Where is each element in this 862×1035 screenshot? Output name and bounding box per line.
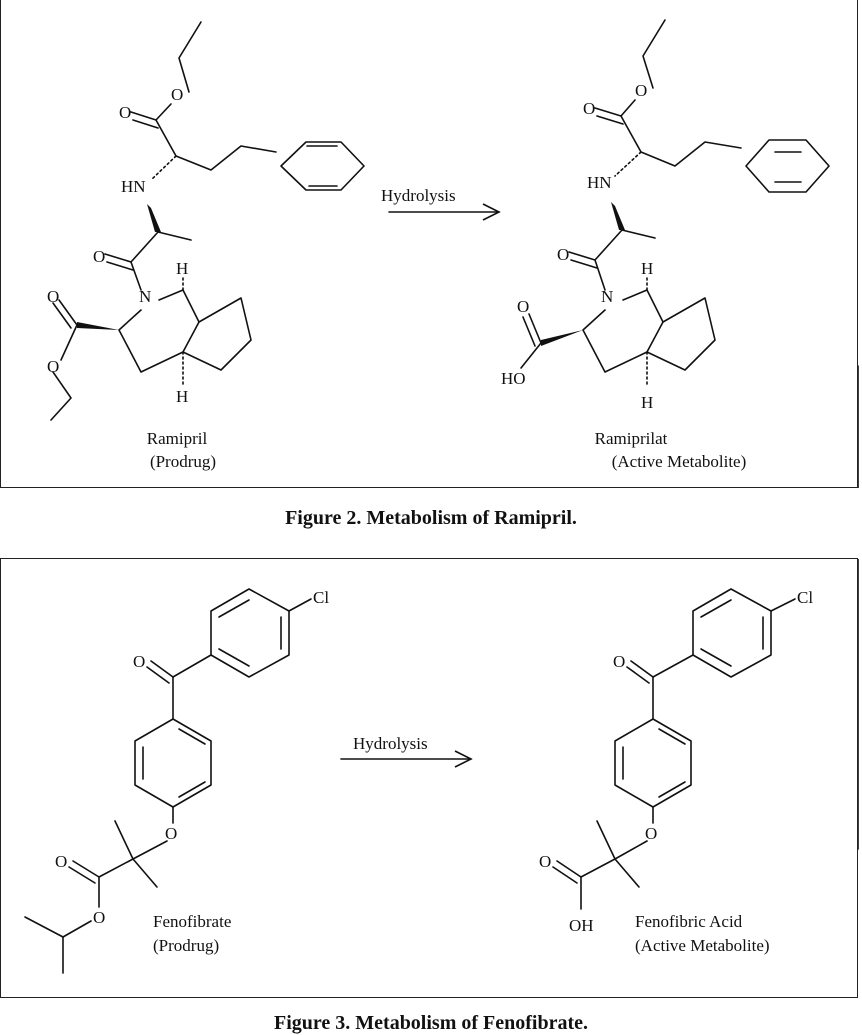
ramipril-ring-ester-carbonyl-o: O <box>47 287 59 306</box>
fenofibrate-role: (Prodrug) <box>153 936 219 955</box>
ramipril-h-top: H <box>176 259 188 278</box>
fenofibrate-structure <box>24 588 312 974</box>
ramiprilat-carbonyl-o: O <box>583 99 595 118</box>
fenofibrate-ether-o: O <box>165 824 177 843</box>
ramiprilat-n: N <box>601 287 613 306</box>
fenofibric-acid-cl: Cl <box>797 588 813 607</box>
ramiprilat-h-bottom: H <box>641 393 653 412</box>
figure-2-caption: Figure 2. Metabolism of Ramipril. <box>285 507 577 529</box>
ramipril-scheme: O O HN O N H H O O Ramipril (Prodrug) Hy… <box>47 19 859 488</box>
ramipril-amide-o: O <box>93 247 105 266</box>
fenofibrate-ester-carbonyl-o: O <box>55 852 67 871</box>
fenofibric-acid-structure <box>552 559 859 910</box>
ramipril-name: Ramipril <box>147 429 208 448</box>
ramiprilat-acid-o: O <box>517 297 529 316</box>
fenofibrate-name: Fenofibrate <box>153 912 231 931</box>
ramipril-ring-ester-o: O <box>47 357 59 376</box>
ramipril-role: (Prodrug) <box>150 452 216 471</box>
ramipril-h-bottom: H <box>176 387 188 406</box>
ramiprilat-structure <box>520 19 859 488</box>
fenofibric-acid-carbonyl-o: O <box>539 852 551 871</box>
fenofibric-acid-ether-o: O <box>645 824 657 843</box>
ramipril-n: N <box>139 287 151 306</box>
ramipril-metabolism-panel: O O HN O N H H O O Ramipril (Prodrug) Hy… <box>0 0 859 488</box>
fenofibrate-ketone-o: O <box>133 652 145 671</box>
fenofibrate-ester-o: O <box>93 908 105 927</box>
fenofibric-acid-role: (Active Metabolite) <box>635 936 770 955</box>
fenofibric-acid-oh: OH <box>569 916 594 935</box>
ramiprilat-ho: HO <box>501 369 526 388</box>
ramipril-structure <box>50 21 365 421</box>
ramiprilat-h-top: H <box>641 259 653 278</box>
fenofibrate-scheme: Cl O O O O Fenofibrate (Prodrug) Hydroly… <box>24 559 859 974</box>
hydrolysis-label-fig3: Hydrolysis <box>353 734 428 753</box>
fenofibric-acid-ketone-o: O <box>613 652 625 671</box>
ramipril-nh: HN <box>121 177 146 196</box>
fenofibric-acid-name: Fenofibric Acid <box>635 912 743 931</box>
hydrolysis-label-fig2: Hydrolysis <box>381 186 456 205</box>
ramiprilat-role: (Active Metabolite) <box>612 452 747 471</box>
fenofibrate-cl: Cl <box>313 588 329 607</box>
ramipril-carbonyl-o: O <box>119 103 131 122</box>
ramiprilat-amide-o: O <box>557 245 569 264</box>
ramiprilat-ester-o: O <box>635 81 647 100</box>
ramiprilat-nh: HN <box>587 173 612 192</box>
ramipril-ester-o: O <box>171 85 183 104</box>
ramiprilat-name: Ramiprilat <box>595 429 668 448</box>
fenofibrate-metabolism-panel: Cl O O O O Fenofibrate (Prodrug) Hydroly… <box>0 558 859 998</box>
